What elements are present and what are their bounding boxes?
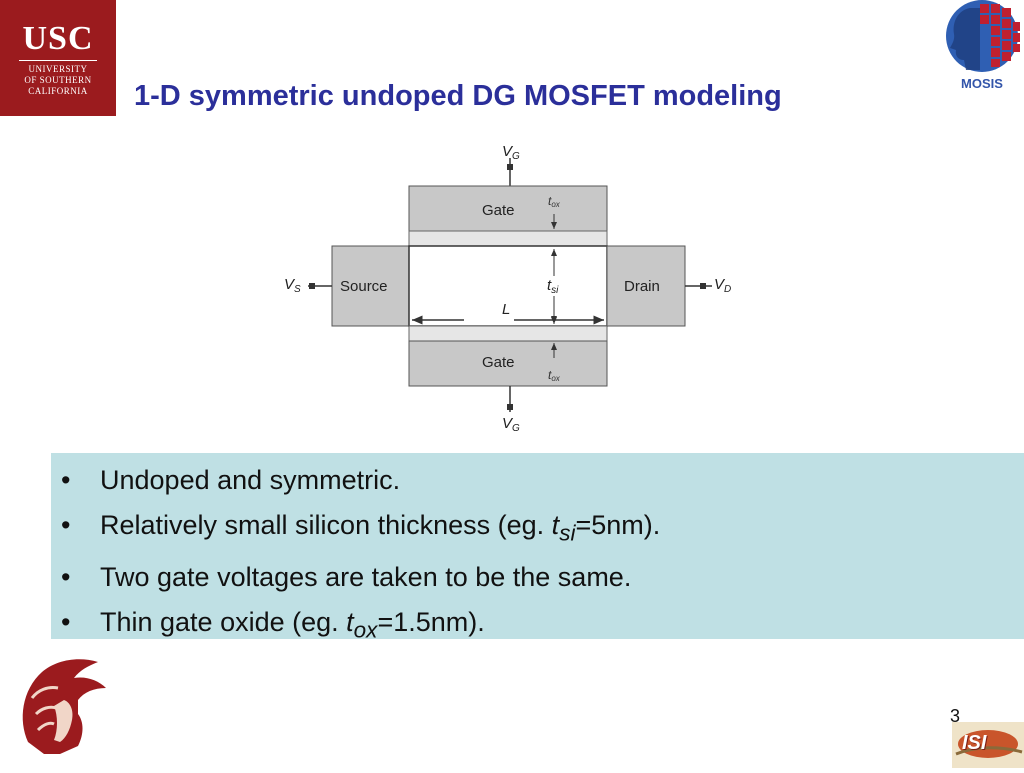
bullet-item: • Two gate voltages are taken to be the … [51,555,1024,600]
bottom-gate-voltage-label: VG [502,415,520,434]
bullet-icon: • [61,465,71,495]
bottom-gate-terminal-dot [507,404,513,410]
channel-length-label: L [502,301,510,318]
bullet-variable-subscript: ox [353,617,378,643]
bullet-item: • Undoped and symmetric. [51,458,1024,503]
bullet-panel: • Undoped and symmetric. • Relatively sm… [51,453,1024,643]
bullet-item: • Relatively small silicon thickness (eg… [51,503,1024,555]
usc-logo-line3: OF SOUTHERN [24,75,92,85]
dg-mosfet-diagram: VG Gate tox Source VS Drain VD tsi L Gat… [264,136,760,436]
bullet-text-pre: Relatively small silicon thickness (eg. [100,510,552,540]
drain-label: Drain [624,278,660,295]
isi-logo-graphic [952,722,1024,768]
mosis-logo: MOSIS [940,0,1024,100]
usc-logo-line2: UNIVERSITY [28,64,88,74]
silicon-thickness-label: tsi [547,277,559,296]
mosis-head-icon [946,0,1020,72]
bullet-icon: • [61,607,71,638]
usc-logo-divider [19,60,97,61]
isi-logo: ISI [952,722,1024,768]
bullet-text: Undoped and symmetric. [100,465,401,495]
bullet-variable: t [551,510,560,540]
bullet-icon: • [61,510,71,540]
bottom-gate-label: Gate [482,354,515,371]
bullet-list: • Undoped and symmetric. • Relatively sm… [51,458,1024,653]
bottom-oxide-thickness-label: tox [548,368,561,383]
bullet-text-post: =1.5nm). [377,607,485,638]
usc-logo: USC UNIVERSITY OF SOUTHERN CALIFORNIA [0,0,116,116]
drain-region [606,245,686,327]
drain-voltage-label: VD [714,276,731,295]
bullet-item: • Thin gate oxide (eg. tox=1.5nm). [51,600,1024,652]
slide-title: 1-D symmetric undoped DG MOSFET modeling [134,80,782,112]
usc-logo-line4: CALIFORNIA [28,86,88,96]
top-gate-label: Gate [482,202,515,219]
top-gate-region [408,185,608,232]
top-gate-terminal-dot [507,164,513,170]
mosis-logo-text: MOSIS [961,76,1003,91]
source-label: Source [340,278,388,295]
bottom-oxide-layer [408,325,608,342]
isi-logo-text: ISI [962,732,987,754]
top-oxide-layer [408,230,608,247]
source-voltage-label: VS [284,276,301,295]
bullet-text-post: =5nm). [575,510,661,540]
bullet-icon: • [61,562,71,593]
bullet-variable: t [346,607,354,638]
top-gate-voltage-label: VG [502,143,520,162]
page-number: 3 [950,706,961,726]
bullet-text: Two gate voltages are taken to be the sa… [100,562,632,593]
bullet-text-pre: Thin gate oxide (eg. [100,607,347,638]
bullet-variable-subscript: si [559,520,576,546]
bottom-gate-region [408,340,608,387]
top-oxide-thickness-label: tox [548,194,561,209]
trojan-helmet-icon [22,659,107,754]
usc-logo-wordmark: USC [22,20,94,57]
